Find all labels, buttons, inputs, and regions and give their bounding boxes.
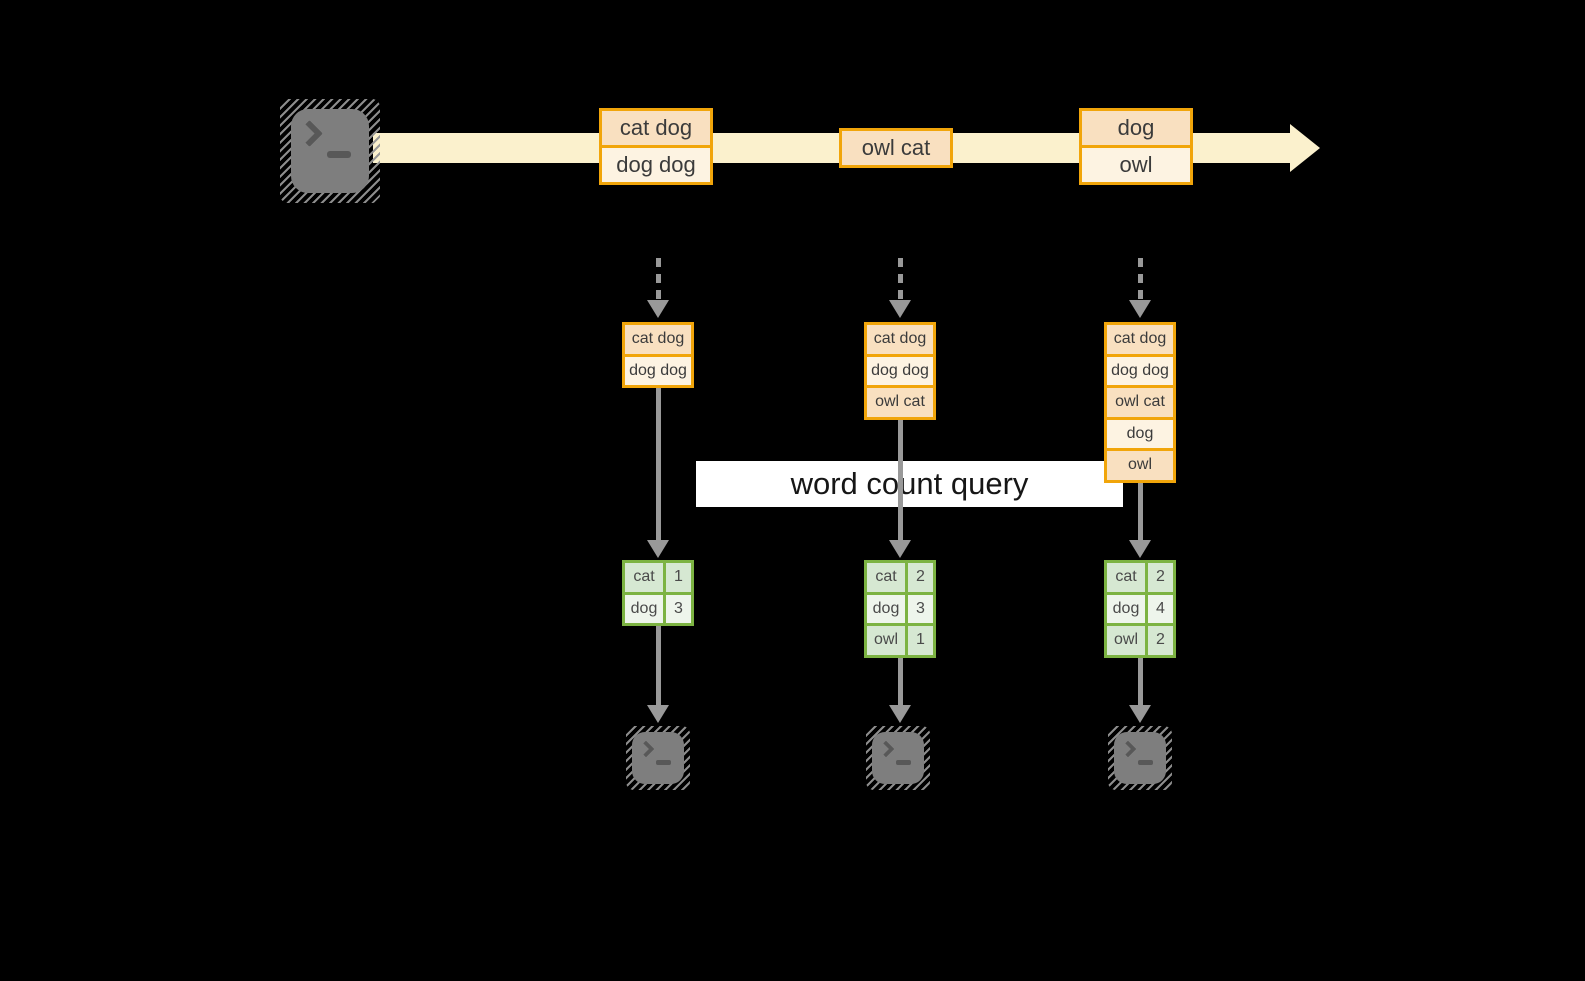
count-word: dog xyxy=(625,594,663,623)
terminal-sink-icon xyxy=(626,726,690,790)
count-word: cat xyxy=(867,563,905,592)
count-row: dog 3 xyxy=(867,594,933,623)
count-word: dog xyxy=(1107,594,1145,623)
buffer-row: cat dog xyxy=(867,325,933,354)
terminal-sink-icon xyxy=(866,726,930,790)
message-row: owl xyxy=(1082,148,1190,182)
buffer-stack-1: cat dog dog dog xyxy=(622,322,694,388)
count-row: dog 3 xyxy=(625,594,691,623)
count-row: owl 1 xyxy=(867,626,933,655)
stream-message-1: cat dog dog dog xyxy=(599,108,713,185)
dashed-arrow-line xyxy=(656,258,661,302)
buffer-stack-3: cat dog dog dog owl cat dog owl xyxy=(1104,322,1176,483)
prompt-cursor-icon xyxy=(1138,760,1153,765)
message-row: cat dog xyxy=(602,111,710,145)
count-table-3: cat 2 dog 4 owl 2 xyxy=(1104,560,1176,658)
dashed-arrow-line xyxy=(1138,258,1143,302)
arrow-line xyxy=(656,386,661,540)
buffer-row: cat dog xyxy=(1107,325,1173,354)
arrow-line xyxy=(1138,656,1143,705)
count-row: cat 2 xyxy=(867,563,933,592)
dashed-arrow-line xyxy=(898,258,903,302)
stream-arrowhead-icon xyxy=(1290,124,1320,172)
count-value: 3 xyxy=(666,594,691,623)
count-word: dog xyxy=(867,594,905,623)
stream-message-2: owl cat xyxy=(839,128,953,168)
buffer-row: dog dog xyxy=(867,356,933,385)
count-word: cat xyxy=(625,563,663,592)
buffer-row: owl cat xyxy=(867,388,933,417)
count-table-2: cat 2 dog 3 owl 1 xyxy=(864,560,936,658)
count-value: 1 xyxy=(908,626,933,655)
count-row: cat 1 xyxy=(625,563,691,592)
arrowhead-down-icon xyxy=(889,300,911,318)
arrow-line xyxy=(898,656,903,705)
terminal-source-icon xyxy=(280,99,380,203)
stream-message-3: dog owl xyxy=(1079,108,1193,185)
count-value: 3 xyxy=(908,594,933,623)
count-value: 2 xyxy=(1148,626,1173,655)
terminal-body xyxy=(1114,732,1166,784)
count-value: 2 xyxy=(908,563,933,592)
arrow-line xyxy=(898,418,903,540)
message-row: dog xyxy=(1082,111,1190,145)
query-label: word count query xyxy=(696,461,1123,507)
count-row: owl 2 xyxy=(1107,626,1173,655)
count-word: owl xyxy=(1107,626,1145,655)
arrowhead-down-icon xyxy=(1129,540,1151,558)
terminal-sink-icon xyxy=(1108,726,1172,790)
arrowhead-down-icon xyxy=(889,705,911,723)
count-table-1: cat 1 dog 3 xyxy=(622,560,694,626)
arrowhead-down-icon xyxy=(647,540,669,558)
buffer-row: owl cat xyxy=(1107,388,1173,417)
count-value: 1 xyxy=(666,563,691,592)
message-row: dog dog xyxy=(602,148,710,182)
prompt-cursor-icon xyxy=(896,760,911,765)
arrow-line xyxy=(656,624,661,705)
buffer-row: cat dog xyxy=(625,325,691,354)
buffer-row: dog dog xyxy=(625,356,691,385)
arrowhead-down-icon xyxy=(1129,705,1151,723)
buffer-row: owl xyxy=(1107,451,1173,480)
count-value: 4 xyxy=(1148,594,1173,623)
terminal-body xyxy=(632,732,684,784)
buffer-stack-2: cat dog dog dog owl cat xyxy=(864,322,936,420)
arrowhead-down-icon xyxy=(1129,300,1151,318)
count-value: 2 xyxy=(1148,563,1173,592)
terminal-body xyxy=(872,732,924,784)
count-word: owl xyxy=(867,626,905,655)
arrowhead-down-icon xyxy=(647,705,669,723)
arrow-line xyxy=(1138,481,1143,540)
count-row: dog 4 xyxy=(1107,594,1173,623)
prompt-cursor-icon xyxy=(327,151,351,158)
arrowhead-down-icon xyxy=(647,300,669,318)
arrowhead-down-icon xyxy=(889,540,911,558)
buffer-row: dog dog xyxy=(1107,356,1173,385)
prompt-cursor-icon xyxy=(656,760,671,765)
count-word: cat xyxy=(1107,563,1145,592)
message-row: owl cat xyxy=(842,131,950,165)
buffer-row: dog xyxy=(1107,419,1173,448)
count-row: cat 2 xyxy=(1107,563,1173,592)
